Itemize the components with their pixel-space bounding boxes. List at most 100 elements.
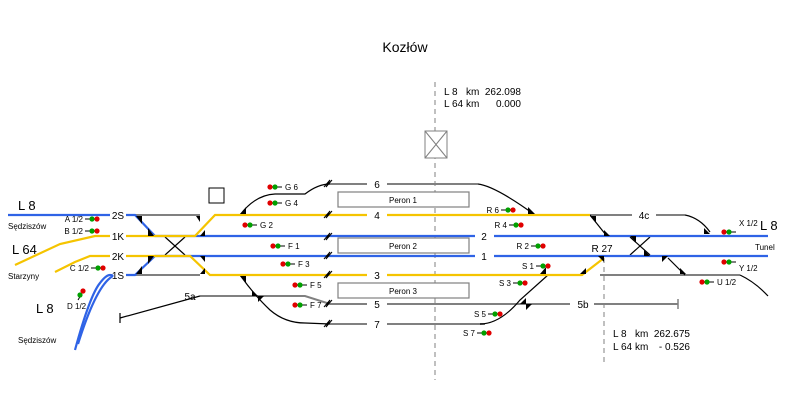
- signal-lamp: [272, 184, 278, 190]
- signal: G 6: [267, 183, 298, 192]
- signal-lamp: [285, 261, 291, 267]
- route-tracks: [14, 213, 605, 277]
- km-unit: km: [466, 99, 479, 110]
- signal-lamp: [518, 222, 524, 228]
- entry-label-1K: 1K: [112, 232, 125, 243]
- signal: G 4: [267, 199, 298, 208]
- signal-lamp: [513, 222, 519, 228]
- entry-label-1S: 1S: [112, 271, 125, 282]
- line-name: L 64: [12, 242, 37, 257]
- signal-label: Y 1/2: [739, 264, 758, 273]
- signal-label: S 3: [499, 279, 512, 288]
- signal-lamp: [545, 263, 551, 269]
- track-breaks: [323, 179, 333, 328]
- signal-lamp: [89, 228, 95, 234]
- signal: F 7: [292, 301, 322, 310]
- signal-lamp: [497, 311, 503, 317]
- signal-label: F 3: [298, 260, 310, 269]
- signal-lamp: [540, 263, 546, 269]
- switch-points: [136, 207, 710, 310]
- signal: S 1: [522, 262, 551, 271]
- signal: A 1/2: [65, 215, 100, 224]
- signal-label: S 7: [463, 329, 476, 338]
- signal-lamp: [726, 229, 732, 235]
- signal-lamp: [492, 311, 498, 317]
- signal-lamp: [517, 280, 523, 286]
- signal-label: R 6: [487, 206, 500, 215]
- platform-3: Peron 3: [337, 282, 470, 299]
- track-label-3: 3: [374, 271, 380, 282]
- track-label-4c: 4c: [639, 211, 650, 222]
- signal-label: X 1/2: [739, 219, 758, 228]
- signal-label: G 4: [285, 199, 298, 208]
- signal-label: F 1: [288, 242, 300, 251]
- signal: F 1: [270, 242, 300, 251]
- signal-lamp: [297, 282, 303, 288]
- track-label-5a: 5a: [184, 292, 196, 303]
- km-unit: km: [635, 342, 648, 353]
- signal: F 5: [292, 281, 322, 290]
- signal: R 6: [487, 206, 516, 215]
- svg-text:Peron 2: Peron 2: [389, 242, 418, 251]
- km-axis-left-label: L 8 km 262.098 L 64 km 0.000: [444, 87, 521, 110]
- signal: C 1/2: [70, 264, 106, 273]
- station-building-icon: [424, 130, 448, 159]
- track-label-6: 6: [374, 180, 380, 191]
- entry-label-2K: 2K: [112, 252, 125, 263]
- km-axis-right-label: L 8 km 262.675 L 64 km - 0.526: [613, 329, 690, 353]
- platform-1: Peron 1: [337, 191, 470, 208]
- signal-label: S 1: [522, 262, 535, 271]
- platform-2: Peron 2: [337, 237, 470, 254]
- signal-label: D 1/2: [67, 302, 87, 311]
- signal: S 5: [474, 310, 503, 319]
- signal-lamp: [292, 282, 298, 288]
- destination: Sędziszów: [18, 336, 56, 345]
- line-name: L 8: [18, 198, 36, 213]
- structure-box-icon: [208, 187, 225, 204]
- signal: S 3: [499, 279, 528, 288]
- svg-text:Peron 1: Peron 1: [389, 196, 418, 205]
- signal-lamp: [100, 265, 106, 271]
- entry-label-2S: 2S: [112, 211, 125, 222]
- destination: Tunel: [755, 243, 775, 252]
- signal-lamp: [94, 216, 100, 222]
- signal-lamp: [486, 330, 492, 336]
- signal: D 1/2: [67, 288, 87, 311]
- signal-lamp: [726, 259, 732, 265]
- signal: G 2: [242, 221, 273, 230]
- line-name: L 8: [36, 301, 54, 316]
- switch-post-label: R 27: [591, 244, 613, 255]
- track-label-4: 4: [374, 211, 380, 222]
- destination: Sędziszów: [8, 222, 46, 231]
- km-value: 262.675: [654, 329, 691, 340]
- km-value: 262.098: [485, 87, 522, 98]
- signal-lamp: [699, 279, 705, 285]
- signal-label: A 1/2: [65, 215, 84, 224]
- signal-label: F 7: [310, 301, 322, 310]
- signal-lamp: [535, 243, 541, 249]
- signal-lamp: [272, 200, 278, 206]
- signal: X 1/2: [721, 219, 758, 235]
- track-label-2: 2: [481, 232, 487, 243]
- track-labels: 6 4 2 1 3 5 7 5a 5b 4c 2S 1K 2K 1S R 27: [112, 180, 649, 331]
- signal-lamp: [721, 229, 727, 235]
- signal-lamp: [280, 261, 286, 267]
- signal: S 7: [463, 329, 492, 338]
- km-value: - 0.526: [659, 342, 691, 353]
- signal-lamp: [540, 243, 546, 249]
- signals: A 1/2 B 1/2 C 1/2 G 6 G 4 G 2 F 1 F 3 F 5 F 7 R 6 R…: [64, 183, 758, 338]
- signal-lamp: [95, 265, 101, 271]
- signal: U 1/2: [699, 278, 737, 287]
- signal-label: G 6: [285, 183, 298, 192]
- signal-label: S 5: [474, 310, 487, 319]
- km-unit: km: [466, 87, 479, 98]
- signal: R 4: [495, 221, 524, 230]
- track-label-5b: 5b: [577, 300, 589, 311]
- track-label-5: 5: [374, 300, 380, 311]
- signal-lamp: [292, 302, 298, 308]
- signal-lamp: [89, 216, 95, 222]
- signal: B 1/2: [64, 227, 100, 236]
- signal-lamp: [275, 243, 281, 249]
- line-name: L 8: [760, 218, 778, 233]
